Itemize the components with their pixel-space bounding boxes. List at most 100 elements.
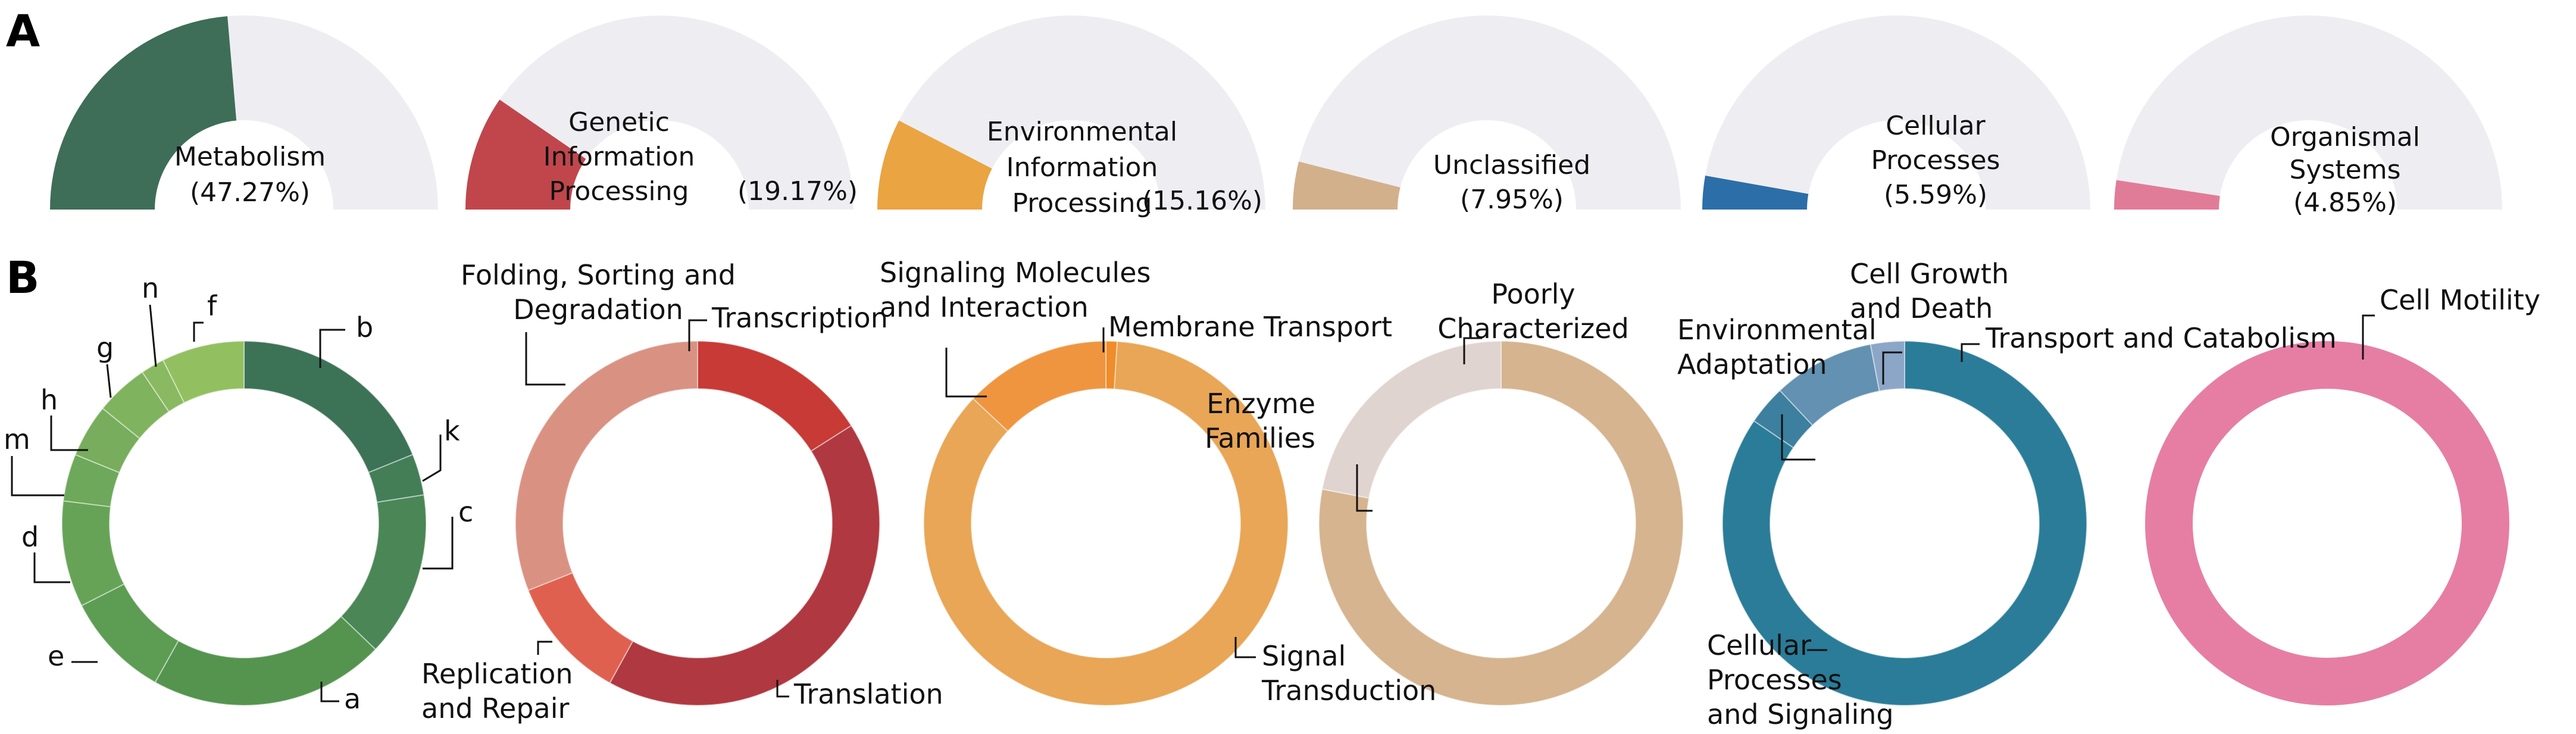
panel-label-b: B [6, 252, 39, 304]
callout-leader [106, 364, 112, 398]
gauge-fill [1702, 176, 1809, 210]
gauge-unclassified: Unclassified (7.95%) [1293, 15, 1681, 215]
gauge-percentage: (4.85%) [2293, 188, 2397, 218]
callout-label: Cellular [1707, 629, 1811, 661]
gauge-track [1293, 15, 1681, 210]
callout-label: Transcription [711, 302, 888, 334]
callout-label: Adaptation [1677, 348, 1827, 380]
slice-environmental-adaptation [1753, 389, 1814, 449]
callout-label: k [444, 415, 460, 447]
callout-leader [50, 416, 88, 451]
panel-a-gauges: Metabolism(47.27%)GeneticInformationProc… [50, 15, 2502, 218]
callout-label: b [356, 311, 373, 343]
panel-label-a: A [6, 6, 40, 57]
gauge-fill [2114, 180, 2220, 210]
callout-leader [945, 348, 987, 398]
slice-f [162, 340, 245, 404]
donut-4 [1318, 340, 1684, 706]
callout-label: Signal [1262, 640, 1346, 672]
callout-label: Degradation [513, 293, 683, 326]
slice-b [243, 340, 414, 474]
slice-folding-sorting-and-degradation [515, 340, 698, 591]
slice-translation [609, 424, 880, 706]
callout-leader [320, 682, 339, 702]
gauge-percentage: (7.95%) [1460, 185, 1564, 215]
gauge-fill [1293, 161, 1400, 210]
callout-leader [1882, 351, 1902, 385]
callout-label: h [40, 384, 58, 416]
gauge-name: Unclassified [1433, 150, 1590, 180]
donut-2 [515, 340, 880, 706]
callout-leader [776, 680, 789, 698]
gauge-name: Environmental [987, 117, 1177, 147]
callout-label: Processes [1707, 664, 1842, 696]
callout-label: e [48, 640, 64, 672]
callout-label: Membrane Transport [1108, 311, 1392, 343]
gauge-percentage: (15.16%) [1142, 186, 1262, 216]
gauge-environmental-information-processing: EnvironmentalInformationProcessing(15.16… [877, 15, 1265, 218]
gauge-metabolism: Metabolism (47.27%) [50, 15, 438, 210]
gauge-name: Genetic [568, 107, 670, 138]
gauge-name: Information [1006, 152, 1158, 183]
gauge-name: Cellular [1886, 111, 1986, 141]
callout-leader [1781, 414, 1815, 461]
callout-label: c [458, 496, 473, 528]
callout-label: n [142, 272, 159, 304]
slice-signaling-molecules-and-interaction [972, 340, 1106, 432]
slice-transport-and-catabolism [1870, 340, 1905, 392]
slice-cellular-processes-and-signaling [1722, 340, 2087, 706]
donut-5 [1722, 340, 2087, 706]
callout-leader [1961, 343, 1980, 362]
callout-label: Signaling Molecules [880, 257, 1151, 289]
gauge-name: Processes [1871, 145, 2000, 176]
callout-leader [537, 641, 552, 655]
callout-label: Characterized [1437, 313, 1629, 345]
callout-label: d [21, 521, 39, 553]
gauge-fill [50, 16, 237, 210]
callout-leader [149, 304, 157, 367]
callout-label: and Interaction [880, 291, 1089, 323]
slice-enzyme-families [1321, 340, 1502, 499]
gauge-fill [465, 99, 586, 210]
callout-label: g [96, 332, 114, 364]
gauge-percentage: (19.17%) [737, 176, 858, 207]
callout-leader [423, 517, 454, 570]
callout-label: and Signaling [1707, 698, 1894, 730]
callout-label: Families [1205, 422, 1315, 454]
slice-transcription [697, 340, 852, 452]
callout-leader [1234, 637, 1256, 658]
donut-3 [923, 340, 1289, 706]
callout-leader [11, 456, 64, 496]
donut-1 [61, 340, 427, 706]
callout-label: Transduction [1261, 674, 1436, 707]
callout-label: Poorly [1491, 278, 1575, 310]
callout-label: Transport and Catabolism [1985, 322, 2337, 354]
callout-leader [1356, 464, 1373, 512]
gauge-fill [877, 120, 992, 210]
gauge-name: Processing [1012, 188, 1152, 218]
callout-leader [1463, 337, 1482, 364]
callout-label: m [4, 423, 30, 455]
callout-leader [422, 435, 442, 482]
gauge-percentage: (47.27%) [190, 177, 310, 208]
callout-label: f [207, 290, 218, 322]
callout-label: and Repair [421, 692, 570, 724]
callout-leader [193, 321, 204, 342]
slice-signal-transduction [923, 341, 1289, 706]
callout-label: Translation [793, 678, 943, 710]
slice-a [154, 616, 377, 706]
slice-poorly-characterized [1318, 340, 1684, 706]
slice-cell-motility [2145, 341, 2509, 705]
gauge-name: Processing [549, 176, 689, 207]
callout-leader [33, 552, 70, 583]
callout-label: Replication [421, 658, 573, 690]
gauge-name: Metabolism [174, 142, 326, 172]
callout-label: Enzyme [1206, 388, 1315, 420]
callout-leader [319, 329, 345, 368]
callout-label: and Death [1850, 292, 1993, 324]
callout-label: a [344, 683, 361, 715]
